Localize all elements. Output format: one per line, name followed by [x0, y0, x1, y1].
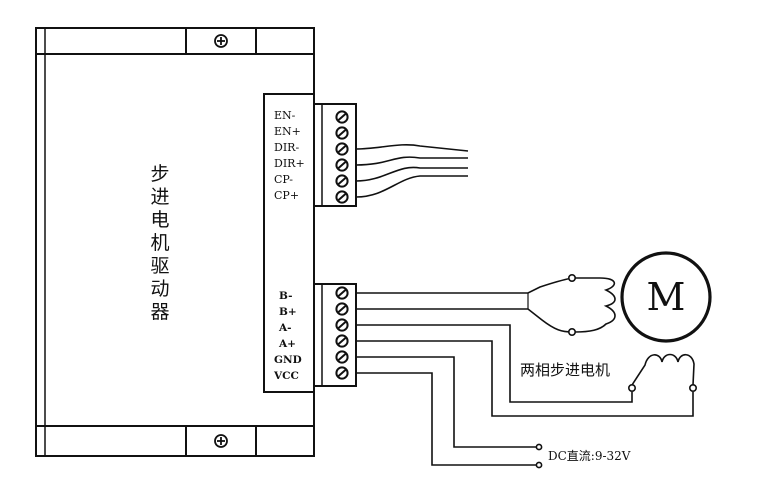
driver-title-char: 动 [150, 278, 169, 300]
terminal-label-dir-plus: DIR+ [274, 157, 305, 170]
power-terminal-labels: B- B+ A- A+ GND VCC [273, 290, 302, 382]
power-supply-wires [356, 356, 543, 469]
wire-a-plus [356, 340, 694, 417]
signal-terminal-screws [335, 110, 349, 204]
bottom-mount-screw-icon [214, 434, 228, 448]
wire-cp-minus [355, 166, 468, 182]
coil-a-terminal-right [688, 383, 697, 392]
terminal-screw-icon [335, 126, 349, 140]
terminal-screw-icon [335, 286, 349, 300]
wire-b-minus [356, 277, 573, 294]
driver-title-char: 器 [150, 301, 169, 323]
terminal-label-a-minus: A- [278, 322, 292, 334]
terminal-screw-icon [335, 110, 349, 124]
driver-housing [35, 27, 315, 457]
terminal-screw-icon [335, 350, 349, 364]
terminal-label-panel [263, 93, 315, 393]
driver-title-char: 进 [150, 186, 169, 208]
power-terminal-vcc-end [535, 461, 543, 469]
terminal-label-en-minus: EN- [274, 109, 296, 122]
top-flange [35, 27, 315, 55]
motor-caption: 两相步进电机 [520, 361, 610, 379]
terminal-screw-icon [335, 366, 349, 380]
signal-terminal-block [313, 103, 357, 207]
bottom-mount-tab [185, 425, 257, 457]
wire-gnd [356, 356, 536, 448]
motor-wires [356, 273, 697, 417]
terminal-screw-icon [335, 142, 349, 156]
top-mount-screw-icon [214, 34, 228, 48]
signal-wires [355, 143, 469, 198]
terminal-label-b-minus: B- [279, 290, 292, 302]
wire-a-minus [356, 324, 633, 403]
wire-dir-minus [355, 143, 469, 152]
driver-title-char: 电 [150, 209, 169, 231]
driver-title-char: 驱 [150, 255, 169, 277]
terminal-label-cp-minus: CP- [274, 173, 293, 186]
coil-b-terminal-top [567, 273, 576, 282]
terminal-label-en-plus: EN+ [274, 125, 301, 138]
coil-a-terminal-left [627, 383, 636, 392]
motor-symbol-label: M [647, 275, 686, 319]
terminal-screw-icon [335, 302, 349, 316]
stepper-motor-symbol: M [620, 251, 712, 343]
wire-b-plus [356, 308, 573, 333]
driver-title-char: 机 [150, 232, 169, 254]
bottom-flange [35, 425, 315, 457]
wire-dir-plus [355, 156, 468, 166]
terminal-label-a-plus: A+ [278, 338, 296, 350]
terminal-label-cp-plus: CP+ [274, 189, 299, 202]
driver-title: 步 进 电 机 驱 动 器 [150, 163, 169, 323]
terminal-screw-icon [335, 334, 349, 348]
power-supply-caption: DC直流:9-32V [548, 449, 631, 463]
terminal-screw-icon [335, 174, 349, 188]
terminal-label-vcc: VCC [273, 370, 299, 382]
coil-b-terminal-bottom [567, 327, 576, 336]
terminal-screw-icon [335, 158, 349, 172]
driver-title-char: 步 [150, 163, 169, 185]
power-terminal-gnd-end [535, 443, 543, 451]
wire-cp-plus [355, 175, 468, 198]
power-terminal-block [313, 283, 357, 387]
signal-terminal-labels: EN- EN+ DIR- DIR+ CP- CP+ [274, 109, 305, 202]
terminal-screw-icon [335, 318, 349, 332]
terminal-label-dir-minus: DIR- [274, 141, 299, 154]
terminal-label-gnd: GND [274, 354, 302, 366]
terminal-label-b-plus: B+ [279, 306, 297, 318]
power-terminal-screws [335, 286, 349, 380]
coil-b-winding [574, 277, 616, 333]
terminal-screw-icon [335, 190, 349, 204]
coil-a-winding [631, 353, 695, 386]
wire-vcc [356, 372, 536, 466]
